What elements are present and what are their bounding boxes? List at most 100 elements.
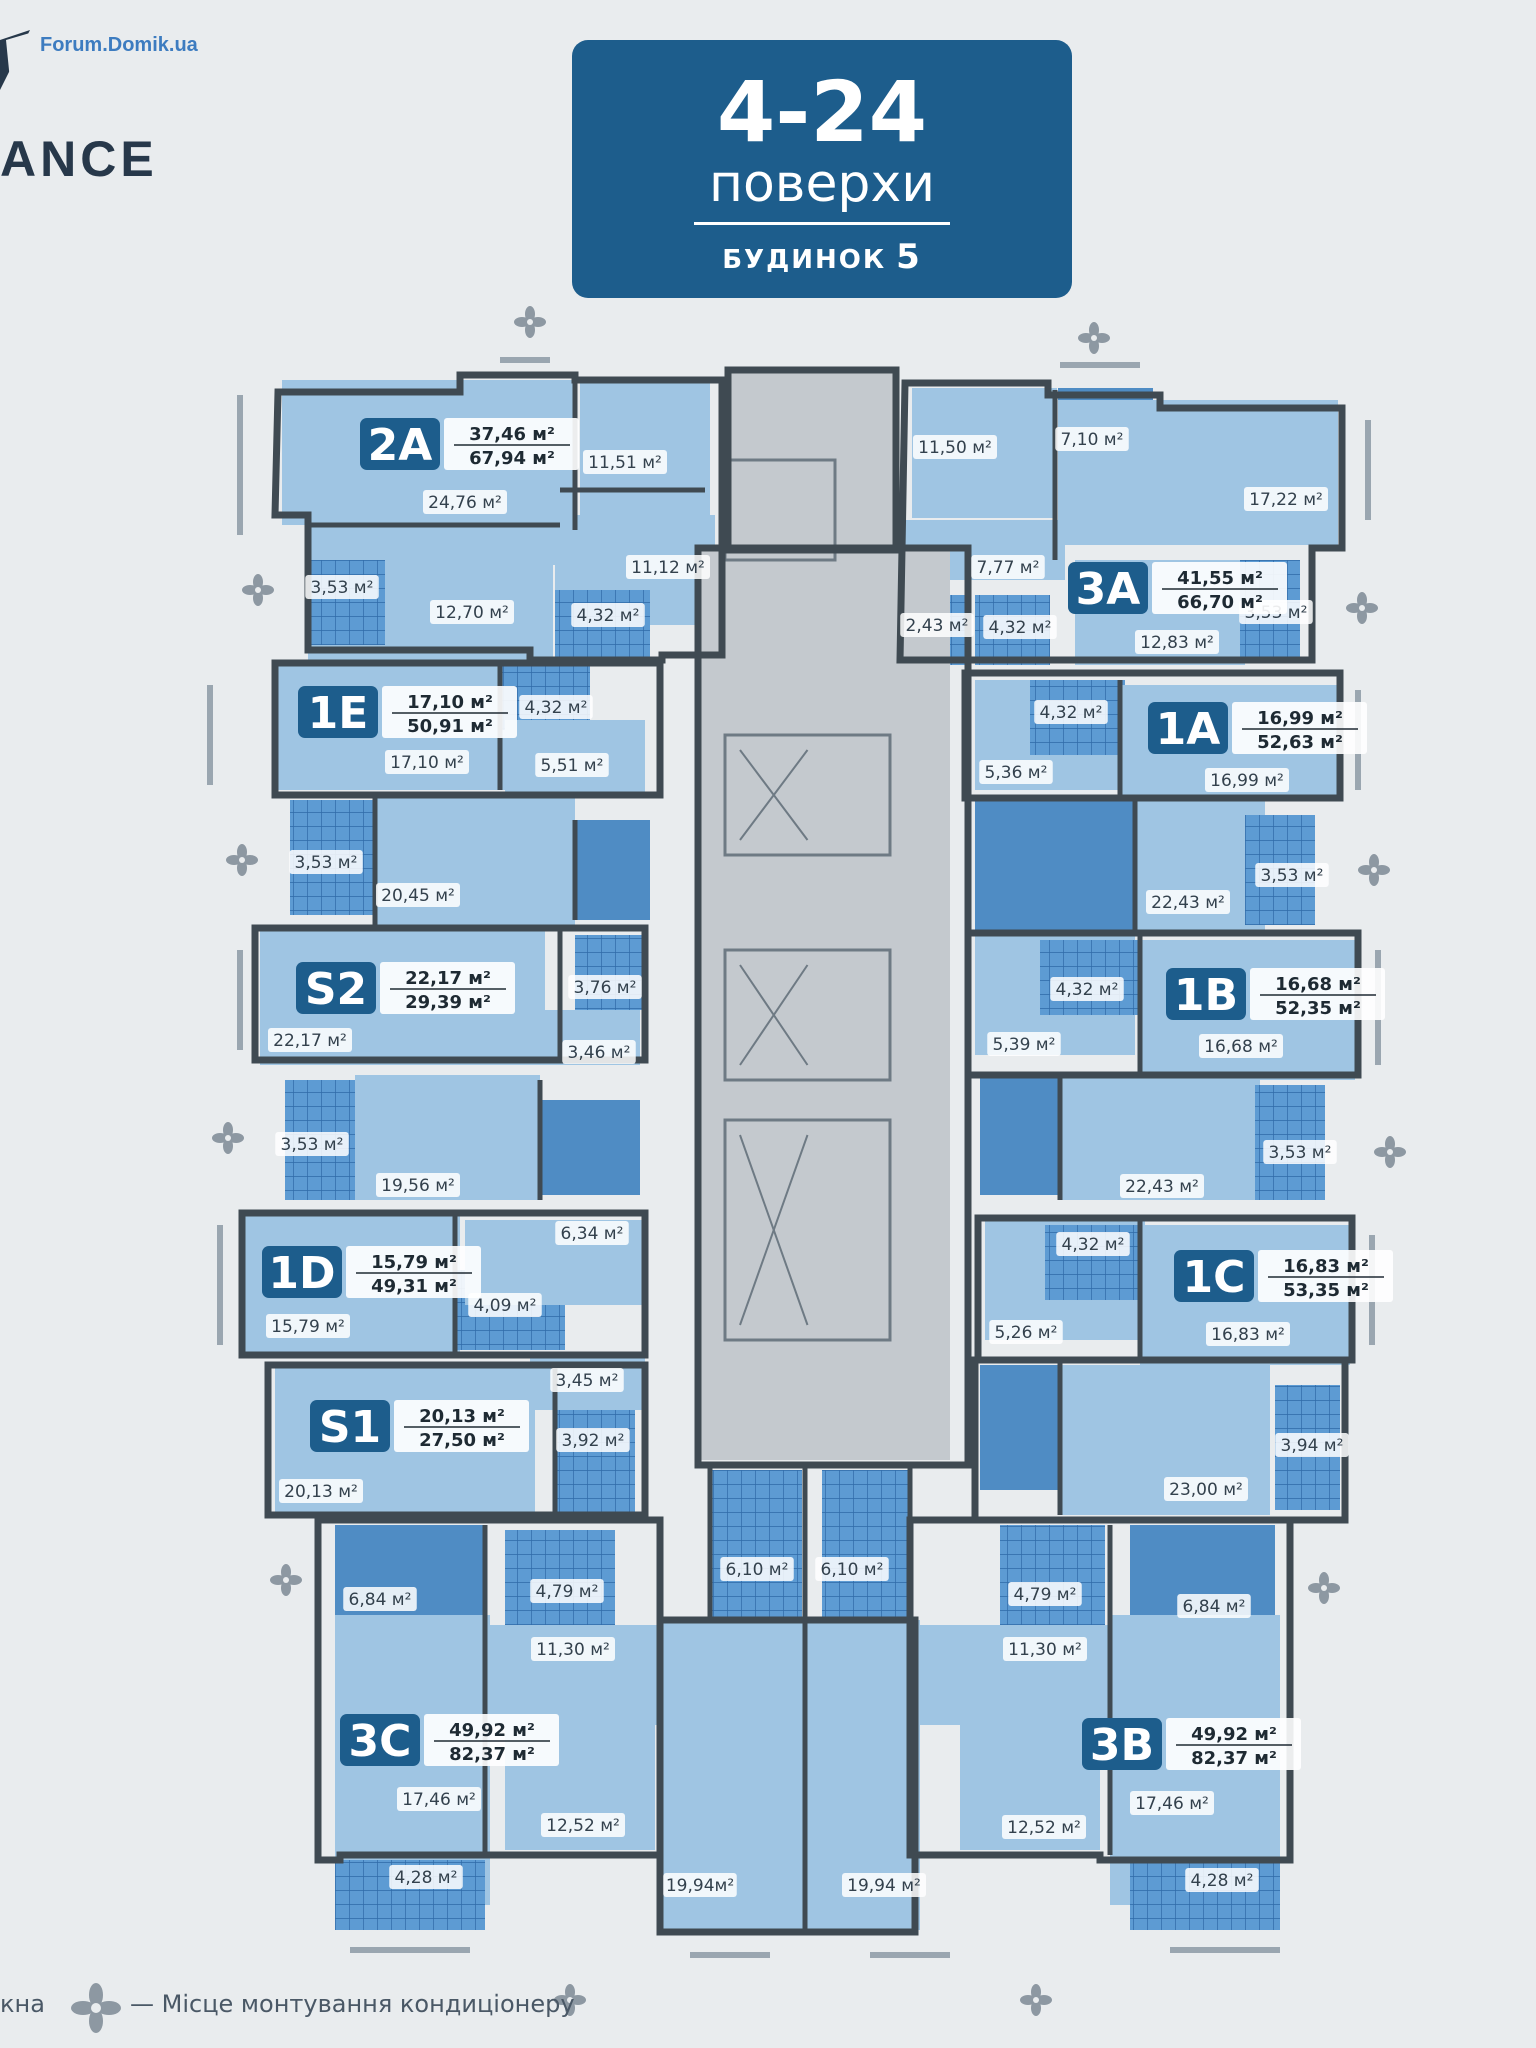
room-label-bg: [376, 1173, 460, 1197]
apartment-code-box: [310, 1400, 390, 1452]
room-area-label: 17,10 м²: [390, 753, 464, 773]
apartment-living-area: 16,83 м²: [1283, 1256, 1369, 1277]
room-area-label: 3,53 м²: [1269, 1143, 1332, 1163]
room-label-bg: [1255, 863, 1329, 887]
room-label-bg: [1135, 630, 1219, 654]
apartment-total-area: 52,63 м²: [1257, 732, 1343, 753]
apartment-living-area: 16,68 м²: [1275, 974, 1361, 995]
walls-layer: [207, 357, 1381, 1958]
apartment-code: 1C: [1183, 1252, 1246, 1303]
room-label-bg: [1177, 1594, 1251, 1618]
room-label-bg: [1120, 1174, 1204, 1198]
room-label-bg: [343, 1587, 417, 1611]
core-cross: [739, 749, 809, 841]
room-label-bg: [1055, 427, 1129, 451]
room-label-bg: [531, 1637, 615, 1661]
room-area-label: 6,10 м²: [726, 1560, 789, 1580]
room-fill: [1000, 1525, 1105, 1625]
room-label-bg: [1164, 1477, 1248, 1501]
room-label-bg: [663, 1873, 737, 1897]
room-label-bg: [268, 1028, 352, 1052]
fan-icon: [1346, 592, 1378, 624]
apartment-code-box: [298, 686, 378, 738]
room-area-label: 3,53 м²: [1261, 866, 1324, 886]
apartment-living-area: 15,79 м²: [371, 1252, 457, 1273]
apartment-living-area: 20,13 м²: [419, 1406, 505, 1427]
room-label-bg: [385, 750, 469, 774]
fan-icon: [1358, 854, 1390, 886]
room-area-label: 20,13 м²: [284, 1482, 358, 1502]
room-area-label: 5,39 м²: [993, 1035, 1056, 1055]
apartment-area-box: [424, 1714, 559, 1766]
room-area-label: 7,77 м²: [977, 558, 1040, 578]
apartment-total-area: 53,35 м²: [1283, 1280, 1369, 1301]
room-area-label: 11,12 м²: [631, 558, 705, 578]
room-label-bg: [279, 1479, 363, 1503]
room-label-bg: [430, 600, 514, 624]
room-area-label: 11,51 м²: [588, 453, 662, 473]
room-area-label: 4,32 м²: [525, 698, 588, 718]
apartment-area-box: [1250, 968, 1385, 1020]
room-area-label: 12,52 м²: [546, 1816, 620, 1836]
wall: [656, 1616, 919, 1936]
room-area-label: 22,43 м²: [1151, 893, 1225, 913]
room-label-bg: [1263, 1140, 1337, 1164]
room-fill: [385, 525, 560, 565]
room-label-bg: [535, 753, 609, 777]
wall: [694, 544, 972, 1469]
legend-text: — Місце монтування кондиціонеру: [130, 1990, 575, 2018]
apartment-total-area: 27,50 м²: [419, 1430, 505, 1451]
apartment-code-box: [262, 1246, 342, 1298]
room-label-bg: [1205, 768, 1289, 792]
room-area-label: 6,10 м²: [821, 1560, 884, 1580]
room-label-bg: [989, 1320, 1063, 1344]
room-fill: [712, 1470, 802, 1620]
apartment-living-area: 49,92 м²: [1191, 1724, 1277, 1745]
apartment-code-box: [1082, 1718, 1162, 1770]
room-label-bg: [519, 695, 593, 719]
room-area-label: 22,17 м²: [273, 1031, 347, 1051]
room-area-label: 5,51 м²: [541, 756, 604, 776]
room-area-label: 3,94 м²: [1281, 1436, 1344, 1456]
room-area-label: 3,76 м²: [574, 978, 637, 998]
room-label-bg: [1244, 487, 1328, 511]
room-area-label: 4,32 м²: [1040, 703, 1103, 723]
core-outline: [723, 948, 892, 1082]
room-area-label: 6,84 м²: [349, 1590, 412, 1610]
apartment-code: 1A: [1156, 704, 1221, 755]
wall: [896, 379, 1346, 664]
wall: [271, 371, 726, 664]
building-label-text: БУДИНОК: [722, 245, 887, 275]
room-label-bg: [289, 850, 363, 874]
room-area-label: 16,99 м²: [1210, 771, 1284, 791]
fan-icon: [71, 1983, 121, 2033]
fan-icon: [514, 306, 546, 338]
apartment-code: 1B: [1174, 970, 1238, 1021]
apartment-area-box: [380, 962, 515, 1014]
room-fill: [822, 1470, 912, 1620]
core-cross: [739, 964, 809, 1066]
room-area-label: 3,53 м²: [311, 578, 374, 598]
fan-icon: [554, 1984, 586, 2016]
apartment-badge: 1C 16,83 м² 53,35 м²: [1174, 1250, 1393, 1303]
apartment-code: S2: [305, 964, 367, 1015]
room-label-bg: [583, 450, 667, 474]
room-label-bg: [1275, 1433, 1349, 1457]
fan-icon: [270, 1564, 302, 1596]
room-label-bg: [305, 575, 379, 599]
fan-icon: [212, 1122, 244, 1154]
room-label-bg: [555, 1221, 629, 1245]
room-area-label: 22,43 м²: [1125, 1177, 1199, 1197]
room-fill: [555, 590, 650, 665]
room-area-label: 12,70 м²: [435, 603, 509, 623]
